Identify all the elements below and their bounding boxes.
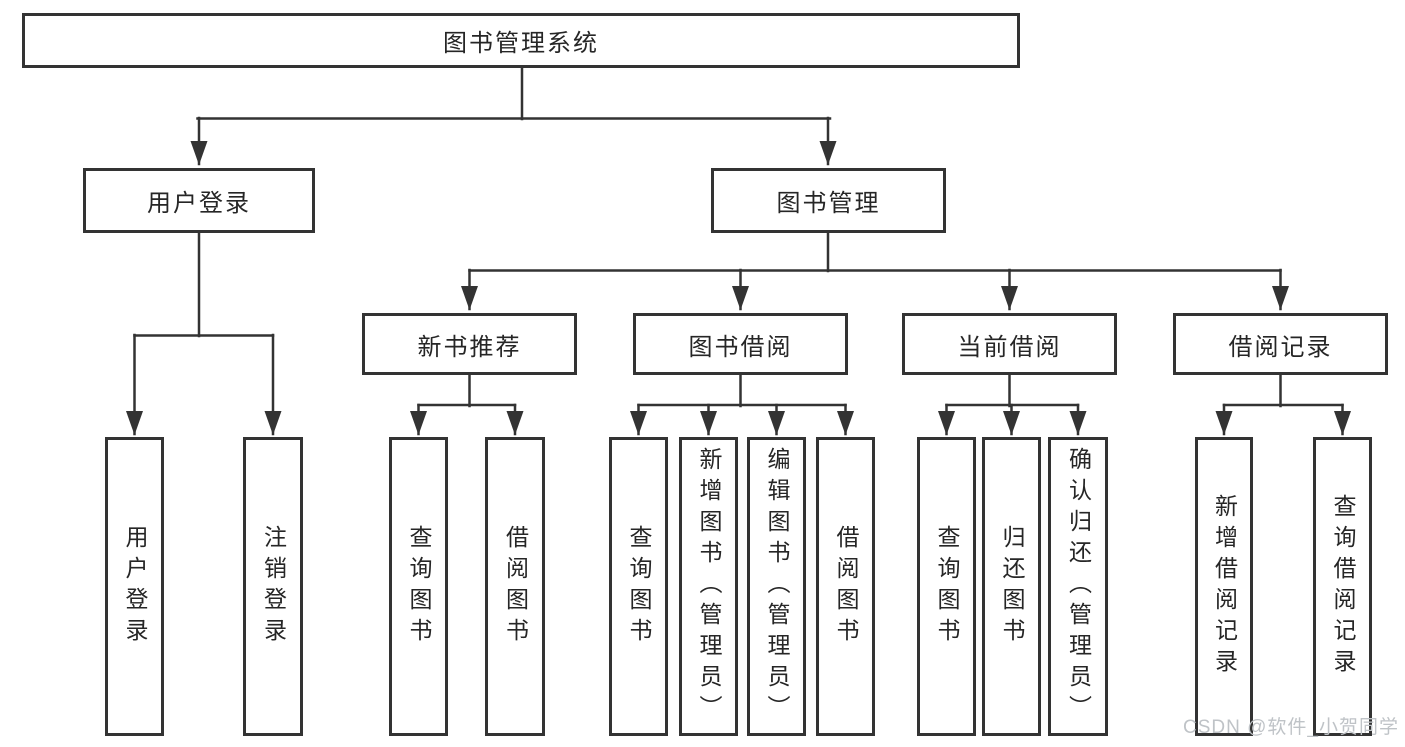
node-label: 新增借阅记录 <box>1211 493 1238 680</box>
node-label: 图书管理 <box>776 190 881 217</box>
leaf-query-borrow-record: 查询借阅记录 <box>1313 437 1372 736</box>
node-label: 归还图书 <box>999 524 1025 649</box>
leaf-user-login: 用户登录 <box>105 437 164 736</box>
leaf-query-book: 查询图书 <box>609 437 668 736</box>
node-label: 用户登录 <box>147 190 251 217</box>
leaf-return-book: 归还图书 <box>982 437 1041 736</box>
watermark: CSDN @软件_小贺同学 <box>1183 717 1399 738</box>
leaf-add-borrow-record: 新增借阅记录 <box>1195 437 1253 736</box>
node-user-login: 用户登录 <box>83 168 315 233</box>
leaf-add-book-admin: 新增图书（管理员） <box>679 437 738 736</box>
node-system-root: 图书管理系统 <box>22 13 1020 68</box>
leaf-borrow-book: 借阅图书 <box>816 437 875 736</box>
leaf-logout-login: 注销登录 <box>243 437 303 736</box>
node-label: 新书推荐 <box>417 333 522 361</box>
leaf-confirm-return-admin: 确认归还（管理员） <box>1048 437 1108 736</box>
node-label: 查询借阅记录 <box>1330 493 1356 680</box>
node-label: 注销登录 <box>260 524 287 649</box>
node-label: 当前借阅 <box>957 333 1062 361</box>
node-label: 查询图书 <box>626 524 652 649</box>
node-label: 图书管理系统 <box>443 30 599 57</box>
leaf-edit-book-admin: 编辑图书（管理员） <box>747 437 806 736</box>
node-label: 查询图书 <box>406 524 432 649</box>
node-borrow-records: 借阅记录 <box>1173 313 1388 375</box>
leaf-borrow-book: 借阅图书 <box>485 437 545 736</box>
node-new-book-recommend: 新书推荐 <box>362 313 577 375</box>
leaf-query-book: 查询图书 <box>389 437 448 736</box>
node-label: 借阅图书 <box>833 524 859 649</box>
node-label: 图书借阅 <box>688 333 793 361</box>
node-label: 编辑图书（管理员） <box>764 447 790 726</box>
node-current-borrow: 当前借阅 <box>902 313 1117 375</box>
node-label: 用户登录 <box>122 524 148 649</box>
node-label: 借阅图书 <box>502 524 529 649</box>
node-label: 确认归还（管理员） <box>1065 447 1092 726</box>
leaf-query-book: 查询图书 <box>917 437 976 736</box>
node-label: 新增图书（管理员） <box>696 447 722 726</box>
node-label: 借阅记录 <box>1228 333 1333 361</box>
node-book-borrow: 图书借阅 <box>633 313 848 375</box>
node-book-management: 图书管理 <box>711 168 946 233</box>
node-label: 查询图书 <box>934 524 960 649</box>
